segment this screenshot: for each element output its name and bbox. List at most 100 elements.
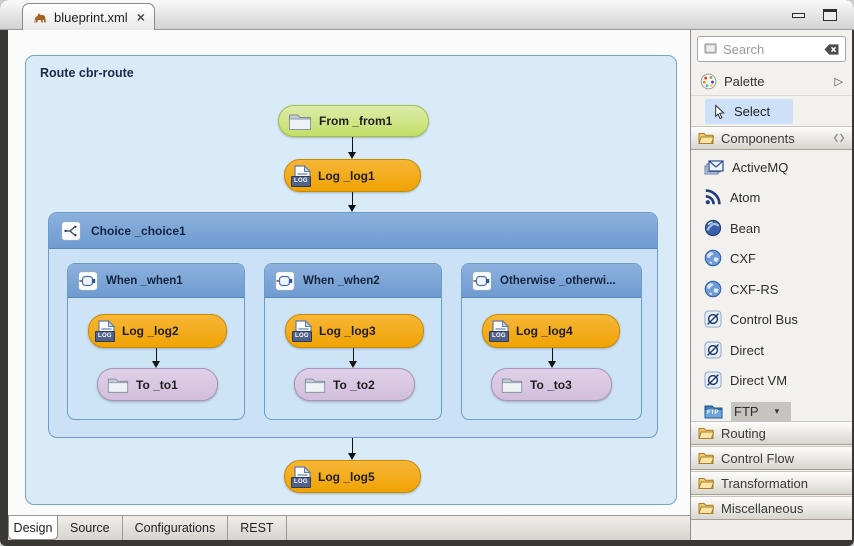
palette-header-label: Palette <box>724 74 765 89</box>
drawer-label: Routing <box>721 425 766 441</box>
arrow-connector <box>152 348 161 368</box>
palette-search-box <box>697 36 846 62</box>
search-input[interactable] <box>723 41 819 57</box>
editor-tab-bar: blueprint.xml × <box>0 0 854 30</box>
palette-item-label: Control Bus <box>730 311 798 327</box>
palette-item-atom[interactable]: Atom <box>691 182 852 212</box>
node-to3[interactable]: To _to3 <box>491 368 612 401</box>
node-from[interactable]: From _from1 <box>278 105 429 137</box>
envelope-icon <box>704 159 724 176</box>
tab-rest[interactable]: REST <box>228 516 287 540</box>
folder-icon <box>107 376 129 394</box>
palette-item-label: Direct <box>730 342 764 358</box>
palette-item-label: CXF <box>730 250 756 266</box>
slashed-circle-icon <box>704 310 722 328</box>
choice-container[interactable]: Choice _choice1 When _when1 LOG Log _log… <box>48 212 658 438</box>
drawer-folder-icon <box>698 477 714 490</box>
palette-item-direct[interactable]: Direct <box>691 335 852 365</box>
node-log5[interactable]: LOG Log _log5 <box>284 460 421 493</box>
arrow-connector <box>348 192 357 212</box>
camel-icon <box>32 9 48 25</box>
when-icon <box>275 271 295 291</box>
tab-close-icon[interactable]: × <box>136 9 145 25</box>
drawer-transformation[interactable]: Transformation <box>691 471 852 495</box>
maximize-view-icon[interactable] <box>823 9 837 21</box>
palette-item-direct-vm[interactable]: Direct VM <box>691 365 852 395</box>
palette-item-label: Atom <box>730 189 761 205</box>
palette-item-cxf[interactable]: CXF <box>691 243 852 273</box>
log-icon: LOG <box>489 320 509 342</box>
minimize-view-icon[interactable] <box>792 13 805 18</box>
log-icon: LOG <box>291 466 311 488</box>
folder-icon <box>304 376 326 394</box>
folder-icon <box>288 112 312 131</box>
choice-header: Choice _choice1 <box>49 213 657 249</box>
node-label: Log _log2 <box>122 324 179 338</box>
arrow-connector <box>348 438 357 460</box>
editor-tab-title: blueprint.xml <box>54 9 128 25</box>
branch-otherwise[interactable]: Otherwise _otherwi... LOG Log _log4 To _… <box>461 263 642 420</box>
node-log4[interactable]: LOG Log _log4 <box>482 314 620 348</box>
palette-item-bean[interactable]: Bean <box>691 213 852 243</box>
palette-item-label: Direct VM <box>730 372 788 388</box>
drawer-routing[interactable]: Routing <box>691 421 852 445</box>
node-label: Log _log4 <box>516 324 573 338</box>
arrow-connector <box>548 348 557 368</box>
cursor-icon <box>712 104 727 119</box>
log-icon: LOG <box>292 320 312 342</box>
palette-item-control-bus[interactable]: Control Bus <box>691 304 852 334</box>
clear-search-icon[interactable] <box>823 43 840 56</box>
node-log1[interactable]: LOG Log _log1 <box>284 159 421 192</box>
node-log2[interactable]: LOG Log _log2 <box>88 314 227 348</box>
node-label: Log _log3 <box>319 324 376 338</box>
pin-palette-icon[interactable] <box>833 132 845 144</box>
drawer-control-flow[interactable]: Control Flow <box>691 446 852 470</box>
when-icon <box>78 271 98 291</box>
branch-when2[interactable]: When _when2 LOG Log _log3 To _to2 <box>264 263 442 420</box>
drawer-folder-icon <box>698 502 714 515</box>
tab-configurations[interactable]: Configurations <box>123 516 229 540</box>
drawer-folder-icon <box>698 427 714 440</box>
palette-item-label: CXF-RS <box>730 281 779 297</box>
node-to2[interactable]: To _to2 <box>294 368 415 401</box>
node-label: From _from1 <box>319 114 393 128</box>
editor-tab-blueprint[interactable]: blueprint.xml × <box>22 3 155 30</box>
tab-source[interactable]: Source <box>58 516 123 540</box>
drawer-miscellaneous[interactable]: Miscellaneous <box>691 496 852 520</box>
slashed-circle-icon <box>704 371 722 389</box>
branch-header: When _when2 <box>265 264 441 298</box>
node-label: To _to3 <box>530 377 572 392</box>
arrow-connector <box>349 348 358 368</box>
branch-header: When _when1 <box>68 264 244 298</box>
node-to1[interactable]: To _to1 <box>97 368 218 401</box>
select-tool[interactable]: Select <box>705 99 793 124</box>
node-label: Log _log1 <box>318 168 375 183</box>
drawer-label: Transformation <box>721 475 808 491</box>
drawer-components[interactable]: Components <box>691 126 852 150</box>
branch-header: Otherwise _otherwi... <box>462 264 641 298</box>
palette-item-label: ActiveMQ <box>732 159 789 175</box>
branch-label: When _when1 <box>106 274 183 287</box>
dropdown-caret-icon[interactable]: ▾ <box>774 405 780 416</box>
route-container[interactable]: Route cbr-route From _from1 LOG Log _log… <box>25 55 677 505</box>
palette-header[interactable]: Palette ▷ <box>691 68 852 96</box>
palette-panel: Palette ▷ Select Components ActiveMQ Ato… <box>690 30 852 520</box>
tab-design[interactable]: Design <box>8 516 58 540</box>
design-canvas: Route cbr-route From _from1 LOG Log _log… <box>8 30 690 515</box>
palette-item-cxf-rs[interactable]: CXF-RS <box>691 274 852 304</box>
node-label: Log _log5 <box>318 469 375 484</box>
collapse-arrow-icon[interactable]: ▷ <box>834 76 843 88</box>
palette-item-label: FTP <box>734 403 759 419</box>
branch-label: When _when2 <box>303 274 380 287</box>
drawer-folder-icon <box>698 452 714 465</box>
globe-icon <box>704 249 722 267</box>
drawer-label: Miscellaneous <box>721 500 804 516</box>
node-log3[interactable]: LOG Log _log3 <box>285 314 424 348</box>
drawer-label: Components <box>721 130 795 146</box>
palette-item-ftp[interactable]: FTP FTP ▾ <box>691 396 852 426</box>
search-icon <box>703 41 719 57</box>
branch-when1[interactable]: When _when1 LOG Log _log2 To _to1 <box>67 263 245 420</box>
palette-item-activemq[interactable]: ActiveMQ <box>691 152 852 182</box>
folder-icon <box>501 376 523 394</box>
